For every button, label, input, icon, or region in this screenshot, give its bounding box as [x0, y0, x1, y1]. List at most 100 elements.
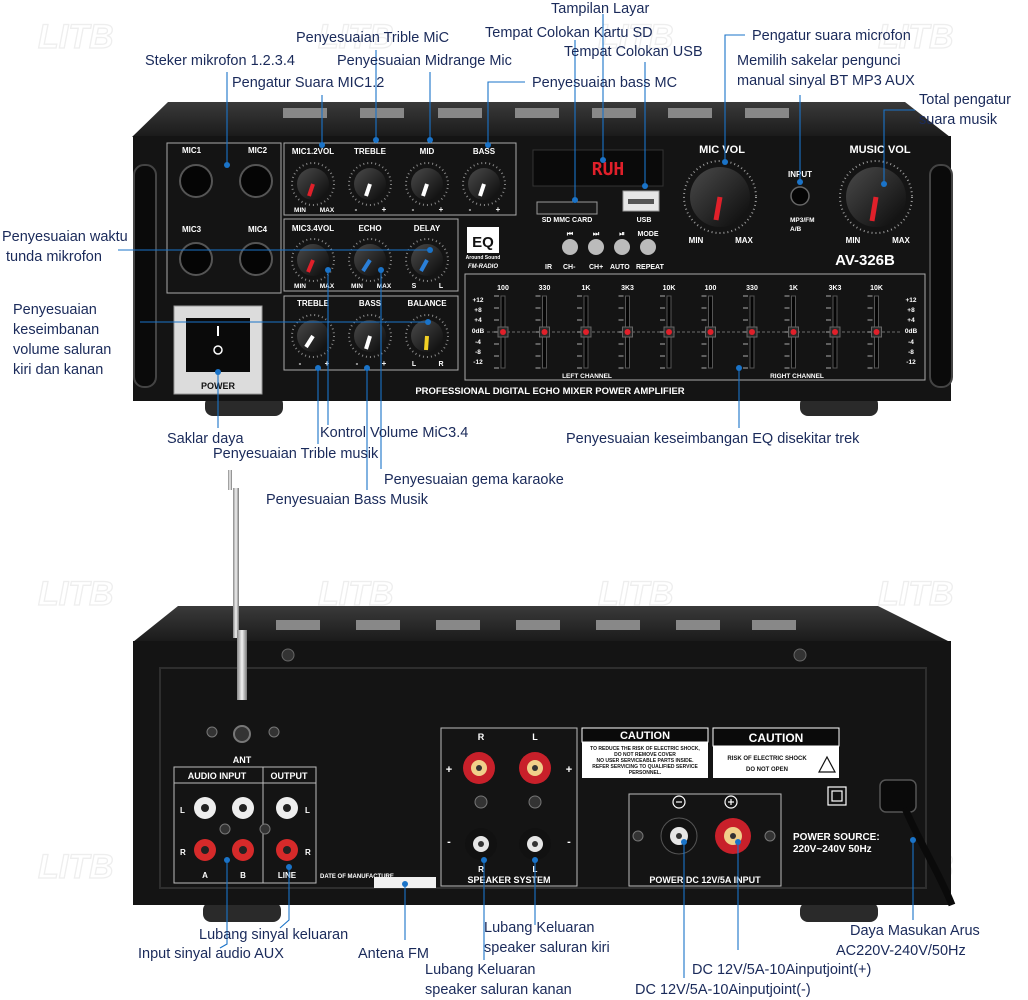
mic34-vol-knob[interactable]: MIC3.4VOL MIN MAX — [291, 224, 335, 290]
plus-icon — [724, 795, 738, 809]
dc-terminal[interactable] — [660, 817, 698, 855]
fm-antenna[interactable] — [206, 470, 280, 743]
svg-text:-: - — [469, 205, 472, 214]
play-pause-button[interactable]: ⏯ — [614, 231, 630, 255]
svg-text:BALANCE: BALANCE — [407, 299, 447, 308]
svg-text:L: L — [439, 283, 444, 290]
eq-slider[interactable]: 100 — [701, 285, 717, 369]
svg-text:REPEAT: REPEAT — [636, 264, 665, 271]
knob-panel-bottom — [283, 295, 459, 371]
music-treble-knob[interactable]: TREBLE - + — [291, 299, 335, 368]
eq-slider[interactable]: 330 — [535, 285, 551, 369]
caution-label-2: CAUTION RISK OF ELECTRIC SHOCK DO NOT OP… — [712, 727, 840, 778]
svg-text:+8: +8 — [907, 307, 915, 314]
mic-treble-knob[interactable]: TREBLE - + — [348, 147, 392, 214]
callout-eq-trek: Penyesuaian keseimbangan EQ disekitar tr… — [566, 431, 860, 447]
mic-bass-knob[interactable]: BASS - + — [462, 147, 506, 214]
music-bass-knob[interactable]: BASS - + — [348, 299, 392, 368]
svg-text:MIN: MIN — [689, 236, 704, 245]
svg-text:EQ: EQ — [472, 234, 494, 251]
svg-text:MP3/FM: MP3/FM — [790, 217, 815, 224]
mic1-label: MIC1 — [182, 146, 202, 155]
speaker-terminal[interactable] — [465, 828, 497, 860]
dc-terminal[interactable] — [715, 818, 751, 854]
svg-text:TO REDUCE THE RISK OF ELECTRIC: TO REDUCE THE RISK OF ELECTRIC SHOCK, — [590, 746, 700, 752]
svg-text:+: + — [566, 764, 572, 776]
svg-text:A/B: A/B — [790, 226, 802, 233]
svg-text:+8: +8 — [474, 307, 482, 314]
svg-text:0dB: 0dB — [905, 328, 918, 335]
eq-slider[interactable]: 3K3 — [618, 285, 635, 369]
caution-label-1: CAUTION TO REDUCE THE RISK OF ELECTRIC S… — [581, 727, 709, 778]
music-vol-knob[interactable]: MUSIC VOL MIN MAX — [839, 144, 913, 245]
svg-text:LINE: LINE — [278, 871, 297, 880]
rca-jack[interactable] — [194, 797, 216, 819]
handle-left — [133, 164, 157, 388]
eq-slider[interactable]: 100 — [494, 285, 509, 369]
next-button[interactable]: ⏭ — [588, 231, 604, 255]
date-of-manufacture-label: DATE OF MANUFACTURE — [320, 874, 394, 880]
callout-bass-musik: Penyesuaian Bass Musik — [266, 492, 429, 508]
svg-text:NO USER SERVICEABLE PARTS INSI: NO USER SERVICEABLE PARTS INSIDE. — [596, 758, 694, 764]
eq-slider[interactable]: 1K — [577, 285, 592, 369]
callout-daya-1: Daya Masukan Arus — [850, 923, 980, 939]
ac-power-cord[interactable] — [879, 779, 956, 907]
mic12-vol-knob[interactable]: MIC1.2VOL MIN MAX — [291, 147, 335, 214]
eq-scale-left: +12 +8 +4 0dB -4 -8 -12 — [472, 297, 485, 366]
speaker-terminal[interactable] — [519, 752, 551, 784]
speaker-terminal[interactable] — [463, 752, 495, 784]
svg-text:TREBLE: TREBLE — [297, 299, 330, 308]
display-readout: RUH — [592, 159, 625, 180]
audio-input-label: AUDIO INPUT — [188, 771, 247, 781]
rca-jack[interactable] — [276, 797, 298, 819]
mic-jack[interactable]: MIC2 — [239, 146, 273, 198]
knob-panel-mid — [283, 218, 459, 292]
rca-jack[interactable] — [276, 839, 298, 861]
sd-card-slot[interactable]: SD MMC CARD — [536, 201, 598, 224]
svg-text:DELAY: DELAY — [414, 224, 441, 233]
eq-freq-label: 100 — [705, 285, 717, 292]
watermark: LITB — [878, 18, 954, 56]
callout-antena: Antena FM — [358, 946, 429, 962]
echo-knob[interactable]: ECHO MIN MAX — [348, 224, 392, 290]
rca-jack[interactable] — [232, 797, 254, 819]
svg-text:-8: -8 — [475, 349, 481, 356]
mic-jack[interactable]: MIC4 — [239, 225, 273, 276]
power-switch[interactable]: POWER — [173, 305, 263, 395]
usb-port[interactable]: USB — [622, 190, 660, 224]
speaker-terminal[interactable] — [519, 828, 551, 860]
eq-freq-label: 100 — [497, 285, 509, 292]
mode-button[interactable]: MODE — [638, 231, 659, 255]
mic-mid-knob[interactable]: MID - + — [405, 147, 449, 214]
eq-slider[interactable]: 10K — [660, 285, 675, 369]
svg-text:-12: -12 — [906, 359, 916, 366]
prev-button[interactable]: ⏮ — [562, 231, 578, 255]
eq-slider[interactable]: 1K — [784, 285, 799, 369]
callout-total-1: Total pengatur — [919, 92, 1011, 108]
svg-text:+12: +12 — [472, 297, 483, 304]
mic-jack[interactable]: MIC3 — [179, 225, 213, 276]
rca-jack[interactable] — [232, 839, 254, 861]
watermark: LITB — [318, 18, 394, 56]
callout-input-aux: Input sinyal audio AUX — [138, 946, 284, 962]
foot — [800, 902, 878, 922]
warning-triangle-icon — [818, 755, 836, 773]
delay-knob[interactable]: DELAY S L — [405, 224, 449, 290]
eq-slider[interactable]: 330 — [743, 285, 758, 369]
eq-freq-label: 1K — [789, 285, 798, 292]
eq-freq-label: 330 — [539, 285, 551, 292]
eq-slider[interactable]: 10K — [867, 285, 883, 369]
top-lid — [132, 102, 950, 137]
eq-slider[interactable]: 3K3 — [826, 285, 842, 369]
balance-knob[interactable]: BALANCE L R — [405, 299, 449, 368]
svg-text:R: R — [438, 361, 443, 368]
rca-jack[interactable] — [194, 839, 216, 861]
mic-vol-knob[interactable]: MIC VOL MIN MAX — [683, 144, 757, 245]
svg-text:+: + — [496, 205, 501, 214]
mic-jack[interactable]: MIC1 — [179, 146, 213, 198]
watermark: LITB — [38, 575, 114, 613]
knob-panel-top — [283, 142, 517, 216]
power-dc-label: POWER DC 12V/5A INPUT — [649, 875, 761, 885]
svg-text:MAX: MAX — [735, 236, 753, 245]
